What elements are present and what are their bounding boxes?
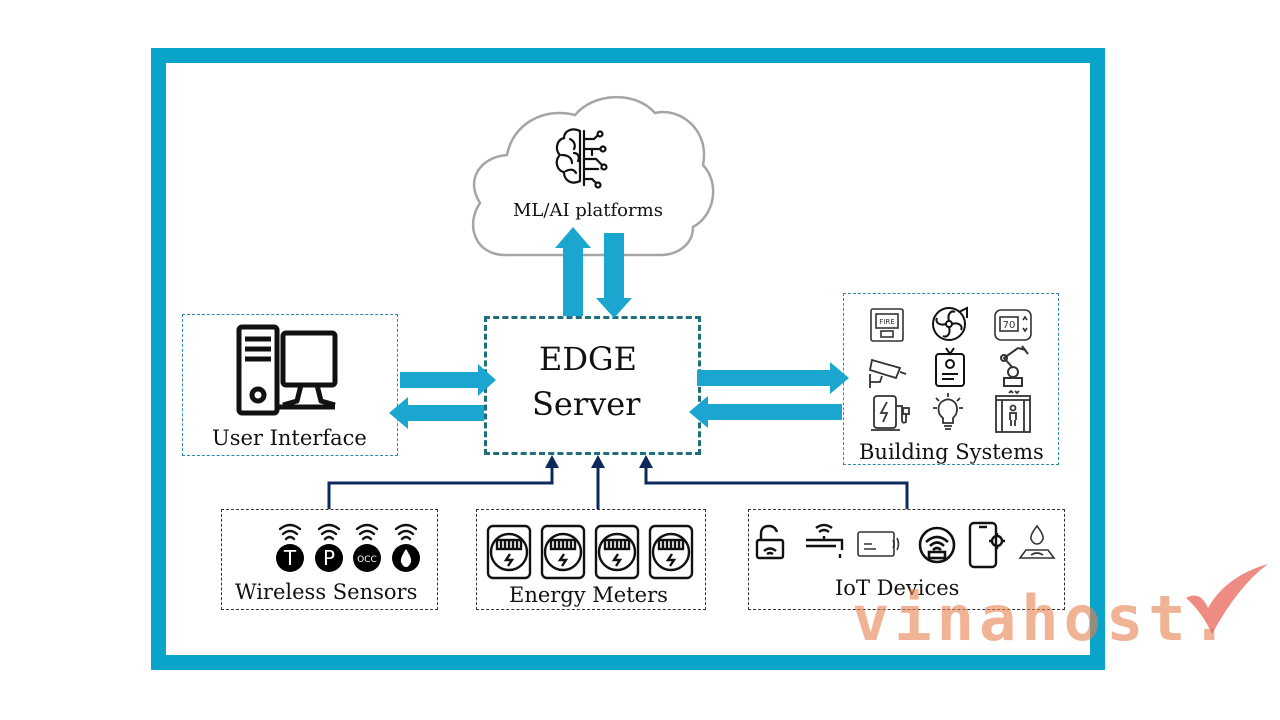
elevator-icon	[995, 390, 1031, 433]
desktop-computer-icon	[236, 324, 338, 416]
iot-devices-box[interactable]	[748, 509, 1065, 610]
user-interface-box[interactable]	[182, 314, 398, 456]
energy-meters-box[interactable]	[476, 509, 706, 610]
arrow-edge-to-building	[697, 362, 849, 394]
user-interface-label: User Interface	[212, 426, 367, 450]
arrow-cloud-to-edge	[596, 233, 632, 318]
energy-meters-label: Energy Meters	[509, 583, 668, 607]
arrowhead-wireless	[545, 455, 559, 468]
water-drop-icon	[400, 549, 412, 567]
pressure-sensor-label: P	[323, 546, 335, 570]
line-iot-to-edge	[644, 466, 909, 509]
cloud-shape	[471, 95, 715, 257]
arrow-ui-to-edge	[400, 364, 496, 396]
id-badge-icon	[935, 347, 965, 387]
hvac-fan-icon	[932, 306, 968, 341]
fire-alarm-label: FIRE	[879, 318, 894, 326]
edge-title: EDGE	[539, 340, 637, 378]
building-systems-label: Building Systems	[859, 440, 1044, 464]
ev-charger-icon	[871, 395, 910, 431]
arrow-edge-to-cloud	[555, 227, 591, 316]
thermostat-value: 70	[1003, 320, 1016, 331]
fire-alarm-icon: FIRE	[870, 308, 904, 342]
smart-lock-icon	[755, 524, 785, 560]
arrow-edge-to-ui	[389, 397, 484, 429]
water-sensor-icon	[1018, 524, 1056, 559]
cloud-label: ML/AI platforms	[513, 200, 663, 221]
light-bulb-icon	[933, 393, 963, 430]
watermark-text: vinahost.	[852, 582, 1233, 655]
arrowhead-meters	[591, 455, 605, 468]
arrow-building-to-edge	[689, 396, 842, 428]
robotic-arm-icon	[1000, 345, 1029, 387]
edge-subtitle: Server	[532, 385, 641, 423]
smart-faucet-icon	[806, 523, 844, 558]
security-camera-icon	[868, 358, 907, 388]
contactless-card-icon	[857, 531, 900, 557]
energy-meter-icon	[486, 524, 532, 580]
iot-devices-label: IoT Devices	[835, 576, 960, 600]
temperature-sensor-label: T	[283, 546, 297, 570]
wireless-sensor-icons: T P OCC	[276, 523, 420, 572]
line-wireless-to-edge	[327, 466, 554, 509]
wifi-router-icon	[918, 526, 956, 564]
thermostat-icon: 70	[994, 309, 1032, 341]
smartphone-icon	[968, 521, 1005, 569]
arrowhead-iot	[639, 455, 653, 468]
wireless-sensors-label: Wireless Sensors	[235, 580, 418, 604]
occupancy-sensor-label: OCC	[357, 555, 377, 565]
brain-circuit-icon	[555, 128, 608, 189]
checkmark-logo-icon	[1186, 564, 1268, 634]
energy-meter-icons	[486, 524, 694, 580]
wireless-sensors-box[interactable]	[221, 509, 438, 610]
